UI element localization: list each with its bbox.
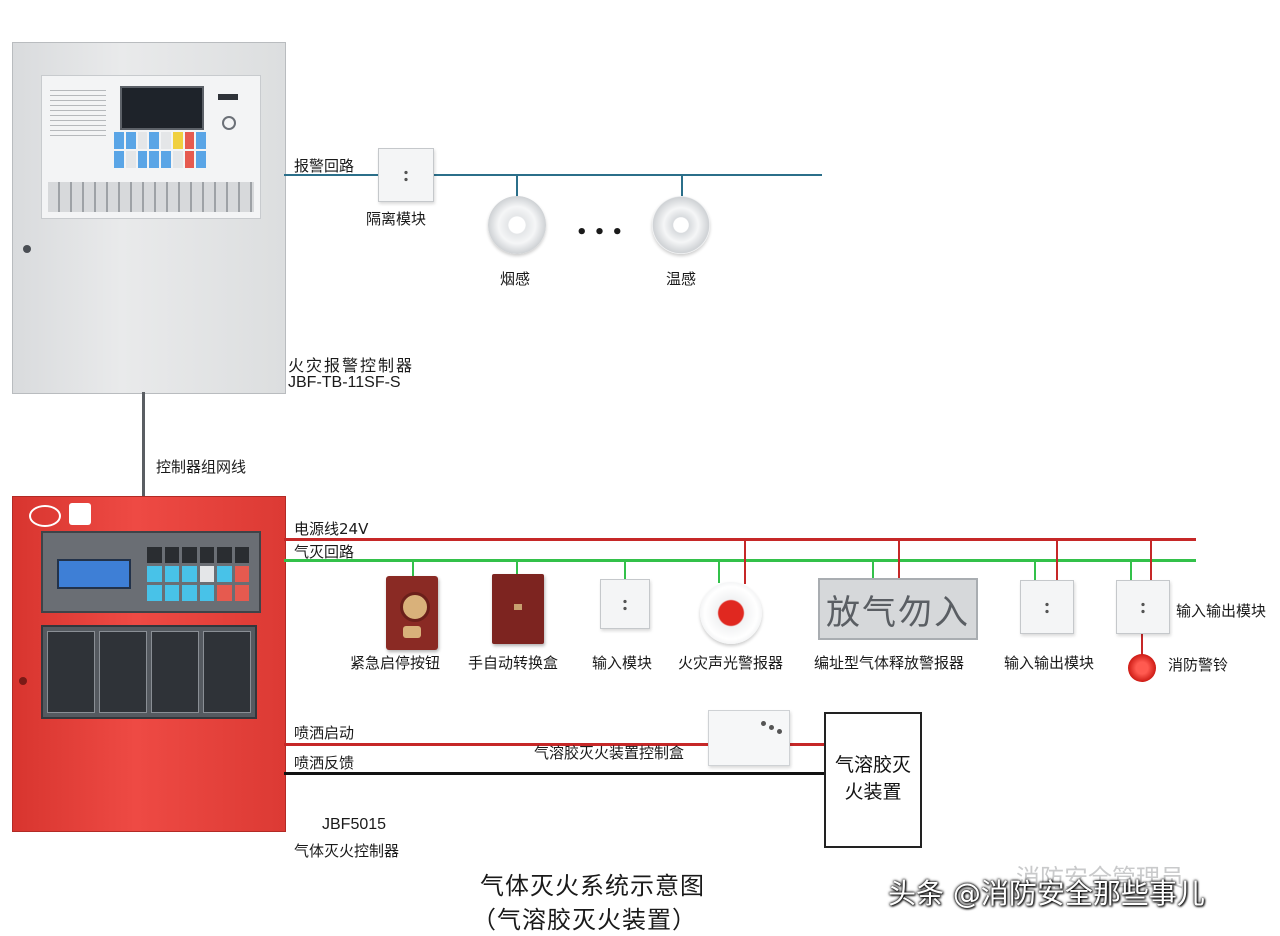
- detector-ellipsis: • • •: [576, 222, 624, 243]
- gas-controller-zone-panel: [41, 625, 257, 719]
- gas-controller-display-panel: [41, 531, 261, 613]
- controller-switch-row: [48, 182, 254, 212]
- drop-bell: [1141, 634, 1143, 656]
- controller-front-panel: [41, 75, 261, 219]
- emergency-stop-label: 紧急启停按钮: [350, 654, 441, 672]
- drop-input: [624, 561, 626, 579]
- drop-release-red: [898, 540, 900, 578]
- heat-detector-drop: [681, 176, 683, 198]
- isolation-module: [378, 148, 434, 202]
- drop-alarm-red: [744, 540, 746, 584]
- power-line-label: 电源线24V: [294, 520, 369, 538]
- drop-io-green: [1034, 561, 1036, 580]
- ccc-badge-icon: [29, 505, 61, 527]
- fire-bell-icon: [1128, 654, 1156, 682]
- io-module-icon: [1020, 580, 1074, 634]
- watermark-faint: 消防安全管理员: [1016, 864, 1184, 892]
- power-line: [284, 538, 1196, 541]
- fire-alarm-controller: [12, 42, 286, 394]
- gas-controller-name: 气体灭火控制器: [294, 842, 400, 860]
- spray-feedback-label: 喷洒反馈: [294, 754, 355, 772]
- drop-io-red: [1056, 540, 1058, 580]
- network-cable-label: 控制器组网线: [156, 458, 247, 476]
- controller-lcd-screen: [120, 86, 204, 130]
- aerosol-device-box: 气溶胶灭 火装置: [824, 712, 922, 848]
- gas-controller-lock-icon: [19, 677, 27, 685]
- gas-release-alarm-label: 编址型气体释放警报器: [814, 654, 965, 672]
- manual-auto-switch-icon: [492, 574, 544, 644]
- spray-start-line: [284, 743, 824, 746]
- fire-bell-label: 消防警铃: [1168, 656, 1229, 674]
- controller-lock-icon: [23, 245, 31, 253]
- smoke-detector-drop: [516, 176, 518, 198]
- manual-auto-switch-label: 手自动转换盒: [468, 654, 559, 672]
- spray-start-label: 喷洒启动: [294, 724, 355, 742]
- alarm-loop-label: 报警回路: [294, 157, 355, 175]
- sound-light-alarm-label: 火灾声光警报器: [678, 654, 784, 672]
- sound-light-alarm-icon: [700, 582, 762, 644]
- gas-controller-keypad: [147, 547, 249, 601]
- no-entry-icon: [69, 503, 91, 525]
- drop-release-green: [872, 561, 874, 578]
- emergency-stop-button-icon: [386, 576, 438, 650]
- controller-indicator-list: [50, 86, 106, 136]
- controller-printer-slot: [218, 94, 238, 100]
- smoke-detector-icon: [488, 196, 546, 254]
- controller-key-pad: [114, 132, 206, 168]
- aerosol-control-box-icon: [708, 710, 790, 766]
- gas-extinguishing-controller: [12, 496, 286, 832]
- diagram-subtitle: （气溶胶灭火装置）: [472, 906, 697, 934]
- isolation-module-label: 隔离模块: [366, 210, 427, 228]
- heat-detector-label: 温感: [666, 270, 697, 288]
- io-module-label: 输入输出模块: [1004, 654, 1095, 672]
- gas-release-alarm-sign-text: 放气勿入: [826, 592, 970, 633]
- gas-loop-label: 气灭回路: [294, 543, 355, 561]
- drop-switch: [516, 561, 518, 577]
- gas-loop-line: [284, 559, 1196, 562]
- aerosol-device-label: 气溶胶灭 火装置: [834, 754, 911, 803]
- drop-io2-green: [1130, 561, 1132, 580]
- alarm-loop-line: [284, 174, 822, 176]
- drop-alarm-green: [718, 561, 720, 583]
- watermark-caption: 头条 @消防安全那些事儿: [888, 877, 1205, 910]
- controller-key-icon: [222, 116, 236, 130]
- controller-network-cable: [142, 392, 145, 496]
- gas-release-alarm-sign: 放气勿入: [818, 578, 978, 640]
- io-module-2-icon: [1116, 580, 1170, 634]
- input-module-label: 输入模块: [592, 654, 653, 672]
- fire-alarm-controller-model: JBF-TB-11SF-S: [288, 374, 401, 391]
- io-module-2-label: 输入输出模块: [1176, 602, 1267, 620]
- fire-alarm-controller-name: 火灾报警控制器: [288, 356, 415, 375]
- heat-detector-icon: [652, 196, 710, 254]
- input-module-icon: [600, 579, 650, 629]
- gas-controller-model: JBF5015: [322, 816, 387, 833]
- smoke-detector-label: 烟感: [500, 270, 531, 288]
- aerosol-control-box-label: 气溶胶灭火装置控制盒: [534, 744, 685, 762]
- gas-controller-lcd: [57, 559, 131, 589]
- spray-feedback-line: [284, 772, 824, 775]
- drop-io2-red: [1150, 540, 1152, 580]
- diagram-title: 气体灭火系统示意图: [480, 872, 705, 900]
- drop-emergency: [412, 561, 414, 577]
